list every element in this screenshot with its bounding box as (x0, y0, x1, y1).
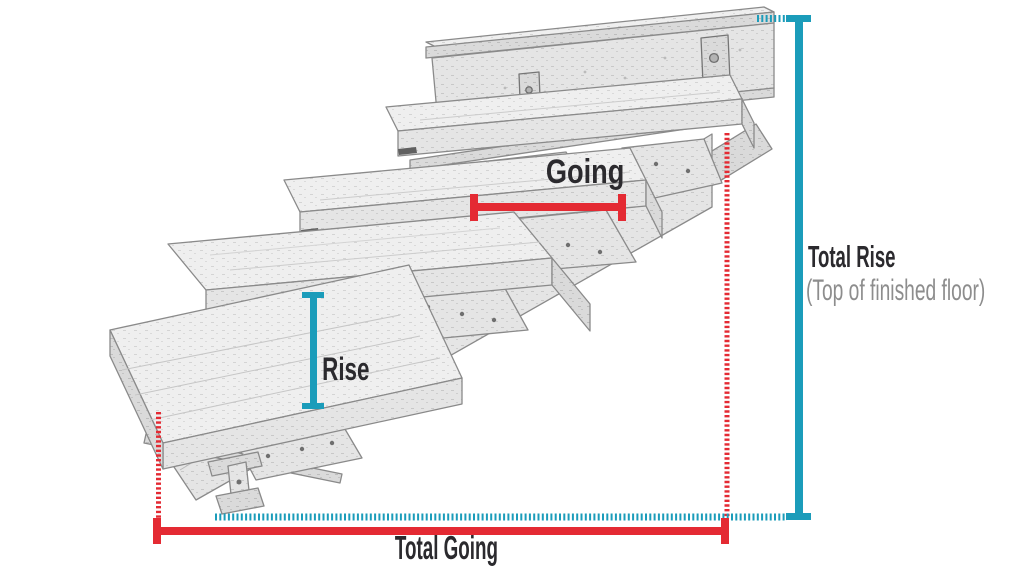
grain-line (319, 171, 631, 201)
rise-label: Rise (246, 353, 446, 385)
total-rise-dimension-line (786, 15, 811, 520)
tread-end-face (645, 179, 663, 239)
foot-base (215, 487, 265, 515)
foot-bolt (236, 479, 242, 485)
tread-1 (109, 264, 463, 470)
total-going-dimension-line (153, 518, 729, 544)
total-rise-label: Total Rise (808, 241, 954, 272)
total-going-label-text: Total Going (394, 529, 498, 566)
tread-end-face (551, 257, 591, 332)
going-label-text: Going (545, 153, 625, 191)
going-dimension-line (470, 194, 626, 221)
total-rise-sublabel: (Top of finished floor) (806, 276, 1024, 306)
grain-line (209, 227, 501, 256)
dimension-annotations (153, 15, 811, 544)
grain-lines (121, 314, 441, 421)
grain-line (229, 241, 541, 271)
total-rise-label-text: Total Rise (808, 239, 896, 274)
grain-line (419, 91, 721, 121)
rise-label-text: Rise (322, 351, 370, 387)
tread-4 (385, 74, 755, 157)
tread-clip (398, 147, 417, 155)
bolt (525, 86, 533, 94)
rise-dimension-line (302, 292, 324, 409)
total-going-label: Total Going (346, 531, 546, 564)
going-label: Going (485, 155, 685, 189)
total-rise-sublabel-text: (Top of finished floor) (806, 274, 986, 307)
tread-end-face (741, 98, 755, 149)
leveling-foot (207, 451, 265, 515)
bolt (708, 52, 720, 64)
tread-end-face (109, 329, 164, 470)
stair-sketch (109, 6, 775, 515)
